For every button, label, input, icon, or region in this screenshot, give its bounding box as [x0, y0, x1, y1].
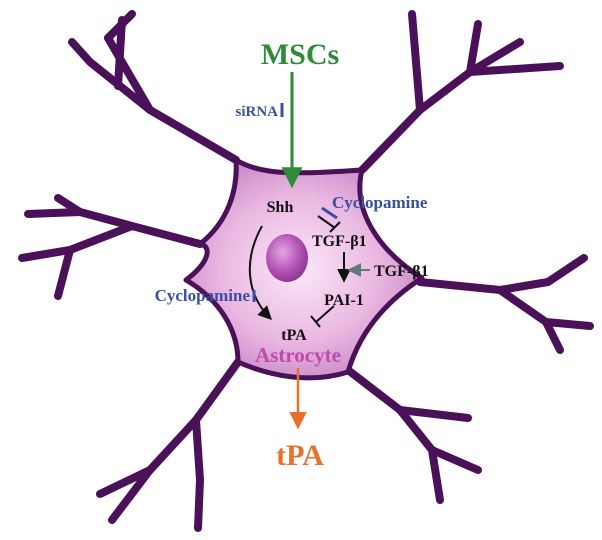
label-sirna: siRNA [235, 104, 278, 120]
shh-tgfb1-inhibition-bar [329, 221, 341, 233]
process-lower-right-branch-2 [396, 406, 472, 422]
process-left [24, 208, 204, 248]
process-left-branch-2 [18, 222, 136, 262]
process-upper-right [358, 38, 524, 174]
shh-to-tpa-arrow [248, 225, 272, 320]
label-pai1: PAI-1 [324, 292, 364, 309]
label-mscs: MSCs [261, 38, 339, 71]
process-lower-left [96, 358, 242, 498]
process-lower-left-branch-2 [192, 416, 204, 532]
shh-tgfb1-inhibition-line [317, 215, 336, 229]
label-tgfb1-inner: TGF-β1 [312, 233, 367, 250]
pai1-tpa-inhibition-line [315, 305, 335, 323]
label-astrocyte: Astrocyte [255, 343, 341, 367]
process-left-branch-3 [54, 246, 74, 300]
process-upper-right-branch-2 [466, 20, 482, 76]
label-cyclopamine-top: Cyclopamine [332, 193, 428, 212]
process-lower-right [344, 366, 444, 504]
pai1-tpa-inhibition-bar [310, 315, 321, 328]
process-upper-left-branch-3 [104, 10, 136, 42]
process-lower-right-branch-1 [428, 446, 482, 474]
nucleus [266, 234, 308, 282]
label-tpa-secreted: tPA [276, 439, 324, 472]
label-tgfb1-outer: TGF-β1 [374, 263, 429, 280]
label-shh: Shh [267, 199, 294, 216]
process-upper-left-branch-2 [114, 16, 126, 90]
process-upper-left [68, 38, 240, 164]
process-right [416, 254, 588, 294]
process-left-branch-1 [54, 194, 84, 216]
process-upper-right-branch-1 [408, 10, 424, 114]
process-upper-left-branch-1 [104, 34, 154, 114]
label-tpa-inner: tPA [281, 327, 307, 344]
astrocyte-processes [18, 10, 594, 532]
cyclopamine-top-inhibition-bar [321, 206, 338, 220]
process-right-branch-2 [542, 318, 564, 354]
process-upper-right-branch-3 [466, 62, 564, 76]
process-lower-left-branch-1 [108, 466, 154, 524]
label-cyclopamine-left: Cyclopamine [155, 286, 251, 305]
